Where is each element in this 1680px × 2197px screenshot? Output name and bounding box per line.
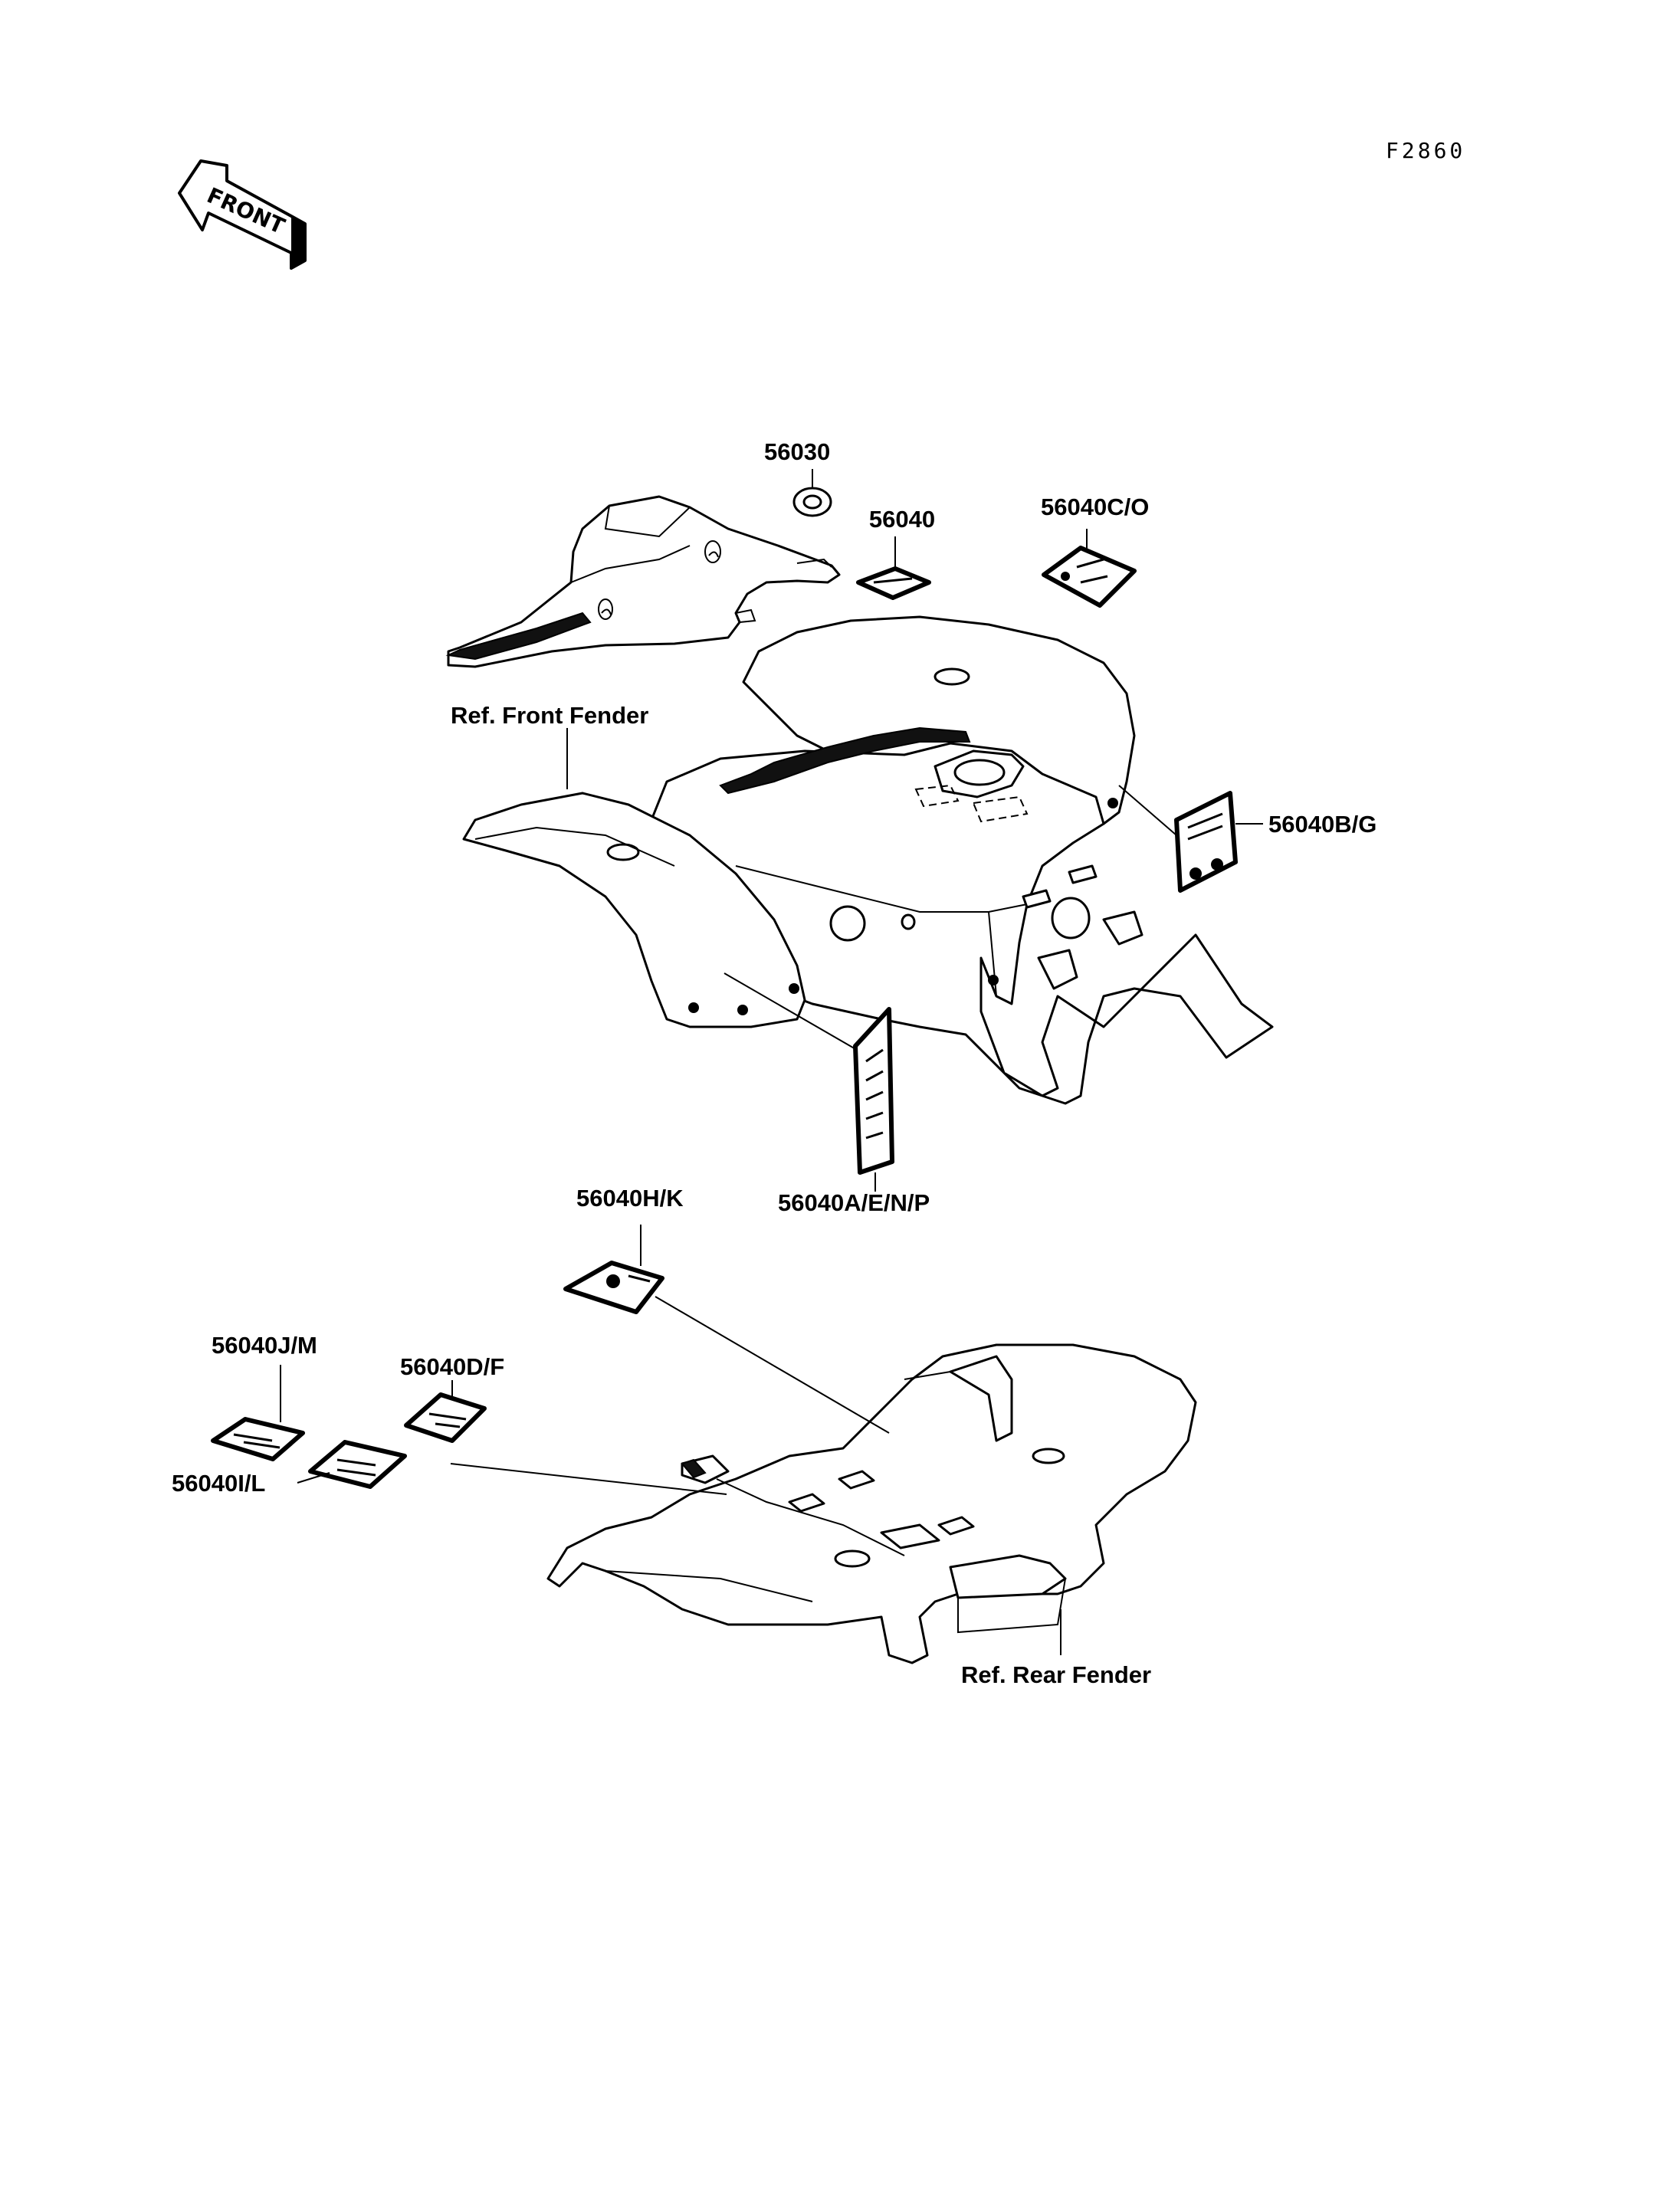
leader-56040aenp (724, 972, 858, 1051)
label-56040jm: 56040J/M (212, 1332, 317, 1359)
label-56040hk: 56040H/K (576, 1185, 684, 1212)
label-56040il: 56040I/L (172, 1470, 265, 1497)
label-56040bg: 56040B/G (1268, 811, 1376, 838)
decal-56040il (308, 1440, 407, 1489)
decal-56040bg (1174, 791, 1238, 893)
label-56040df: 56040D/F (400, 1353, 504, 1380)
decal-56040aenp (853, 1007, 894, 1175)
leader-56040hk-line (655, 1296, 890, 1434)
front-fender-assembly (445, 469, 1274, 1192)
leader-56040df-line (450, 1463, 727, 1495)
decal-56040df (404, 1392, 487, 1443)
label-56040aenp: 56040A/E/N/P (778, 1189, 930, 1216)
figure-code: F2860 (1386, 138, 1465, 163)
decal-56040 (856, 566, 931, 600)
decal-56040co (1042, 546, 1137, 608)
decal-56040jm (211, 1417, 305, 1461)
label-56040: 56040 (869, 506, 935, 533)
label-ref-front-fender: Ref. Front Fender (451, 702, 648, 729)
label-56040co: 56040C/O (1041, 494, 1149, 520)
leader-56040bg (1118, 785, 1177, 836)
front-fender-top-piece (445, 495, 841, 668)
label-56030: 56030 (764, 438, 830, 465)
front-fender-body (462, 615, 1274, 1105)
front-arrow-icon: FRONT (178, 159, 307, 270)
rear-fender-assembly (546, 1343, 1197, 1664)
label-ref-rear-fender: Ref. Rear Fender (961, 1661, 1151, 1688)
leader-56040il (297, 1472, 330, 1484)
decal-56040hk (563, 1261, 664, 1314)
grommet-56030 (792, 487, 832, 517)
